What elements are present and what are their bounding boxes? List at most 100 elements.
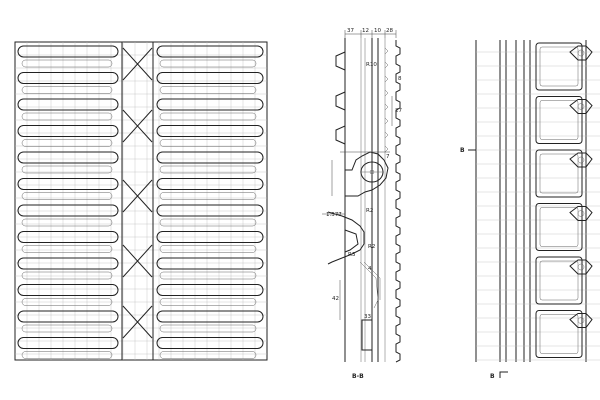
- slot-right: [156, 231, 264, 243]
- pod: [569, 152, 593, 168]
- slot-left: [17, 284, 119, 296]
- dim-r2-b: R2: [368, 244, 375, 250]
- cross-line: [122, 179, 153, 213]
- pod: [569, 313, 593, 328]
- notch: [384, 75, 389, 83]
- slot-right: [156, 125, 264, 137]
- pod: [569, 45, 593, 61]
- tooth-left: [335, 125, 346, 145]
- slot-right: [156, 257, 264, 270]
- dim-10: 10: [374, 28, 381, 34]
- dim-7: 7: [386, 154, 390, 160]
- lower-rib-inner: [344, 229, 359, 253]
- tooth-left: [335, 51, 346, 71]
- belt-outline: [14, 41, 268, 361]
- cross-brace-markings: [122, 47, 153, 339]
- cross-line: [122, 244, 153, 278]
- dim-37: 37: [347, 28, 354, 34]
- web-notches: [384, 47, 389, 153]
- dim-4: 4: [368, 266, 372, 272]
- dim-27: 27: [395, 108, 402, 114]
- pod-center: [577, 263, 585, 271]
- pod: [569, 99, 593, 114]
- side-view: B B: [460, 40, 600, 380]
- dim-28: 28: [386, 28, 393, 34]
- cell: [535, 149, 583, 198]
- tooth-left: [335, 91, 346, 111]
- bulb-center: [369, 169, 375, 175]
- cell-inner: [539, 46, 579, 87]
- sub-slot-left: [21, 245, 113, 253]
- right-teeth-profile: [395, 40, 401, 363]
- sub-slot-left: [21, 165, 113, 174]
- side-pods: [569, 45, 593, 328]
- cell: [535, 310, 583, 358]
- sub-slot-left: [21, 192, 113, 200]
- dim-1377: 1.377: [326, 212, 342, 218]
- section-view-b-b: 37 12 10 28 R10 8 27 7 1.377 R2 R2 R3 4 …: [322, 28, 402, 380]
- sub-slot-left: [21, 324, 113, 333]
- chamfer-line-2: [363, 261, 381, 300]
- sub-slot-left: [21, 298, 113, 306]
- slot-left: [17, 310, 119, 323]
- pod-center: [577, 103, 585, 110]
- sub-slot-right: [159, 86, 257, 94]
- notch: [384, 131, 389, 139]
- slot-left: [17, 125, 119, 137]
- sub-slot-right: [159, 112, 257, 121]
- cell-inner: [539, 260, 579, 301]
- notch: [384, 117, 389, 125]
- cell: [535, 42, 583, 91]
- sub-slot-right: [159, 192, 257, 200]
- pod-center: [577, 49, 585, 57]
- side-grid: [476, 51, 600, 361]
- sub-slot-left: [21, 218, 113, 227]
- notch: [384, 89, 389, 97]
- marker-b-bottom: B: [490, 373, 495, 380]
- right-tooth-profile: [395, 40, 401, 363]
- notch: [384, 103, 389, 111]
- slot-right: [156, 284, 264, 296]
- pod-center: [577, 156, 585, 164]
- grid-lines: [15, 42, 267, 360]
- sub-slot-left: [21, 139, 113, 147]
- slot-right: [156, 151, 264, 164]
- dim-r10: R10: [366, 62, 377, 68]
- slot-left: [17, 45, 119, 58]
- cross-line: [122, 109, 153, 143]
- chamfer-line: [359, 261, 379, 309]
- dim-8: 8: [398, 76, 402, 82]
- slot-right: [156, 204, 264, 217]
- slot-left: [17, 231, 119, 243]
- slot-right: [156, 310, 264, 323]
- cell-inner: [539, 314, 579, 354]
- sub-slot-right: [159, 271, 257, 280]
- sub-slot-left: [21, 86, 113, 94]
- sub-slot-left: [21, 59, 113, 68]
- cell-inner: [539, 207, 579, 247]
- cross-line: [122, 47, 153, 81]
- notch: [384, 61, 389, 69]
- sub-slot-left: [21, 112, 113, 121]
- sub-slot-right: [159, 351, 257, 359]
- cell: [535, 203, 583, 251]
- dim-12: 12: [362, 28, 369, 34]
- hatched-insert: [361, 319, 373, 351]
- marker-b-top: B: [460, 147, 465, 154]
- cross-line: [122, 305, 153, 339]
- cell: [535, 256, 583, 305]
- slot-left: [17, 257, 119, 270]
- sub-slot-right: [159, 139, 257, 147]
- slot-left: [17, 98, 119, 111]
- sub-slot-left: [21, 351, 113, 359]
- pod: [569, 259, 593, 275]
- slot-left: [17, 178, 119, 190]
- side-cells: [535, 42, 583, 358]
- dim-42: 42: [332, 296, 339, 302]
- cell: [535, 96, 583, 144]
- slot-right: [156, 337, 264, 349]
- bulb-profile: [345, 151, 389, 197]
- notch: [384, 47, 389, 55]
- notch: [384, 145, 389, 153]
